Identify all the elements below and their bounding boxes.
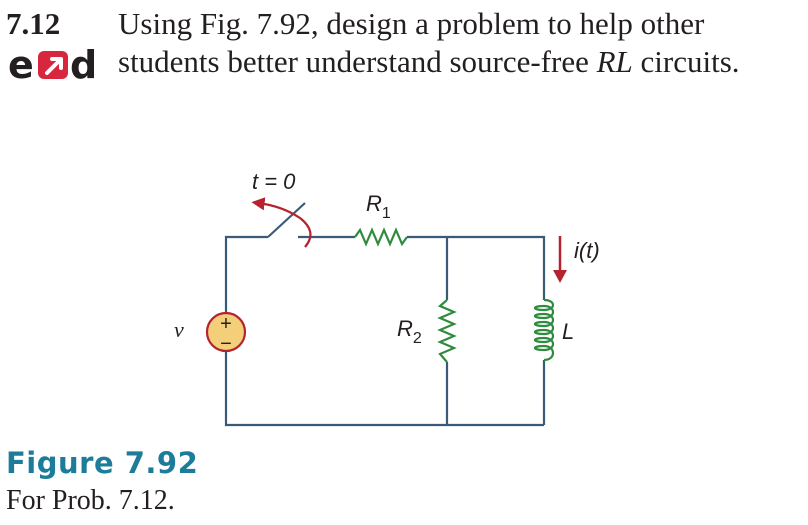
problem-text-line-1: Using Fig. 7.92, design a problem to hel… <box>118 6 705 41</box>
switch-label: t = 0 <box>252 169 296 194</box>
wire-left-top <box>224 235 268 313</box>
source-label: v <box>174 317 184 342</box>
circuit-wires <box>224 235 546 427</box>
switch-blade <box>267 202 306 238</box>
problem-statement-line-2: students better understand source-free R… <box>0 44 740 80</box>
source-plus-sign: + <box>220 313 232 335</box>
voltage-source-circle <box>205 311 247 353</box>
ed-logo: e d <box>8 48 97 82</box>
problem-statement-line-1: 7.12 Using Fig. 7.92, design a problem to… <box>0 6 704 42</box>
inductor: L <box>533 298 574 362</box>
figure-caption: For Prob. 7.12. <box>6 485 175 516</box>
resistor-r2-zigzag <box>437 299 457 363</box>
problem-text-rl-italic: RL <box>596 44 633 79</box>
resistor-r2: R2 <box>397 299 457 363</box>
resistor-r1: R1 <box>354 191 408 247</box>
voltage-source: + − v <box>174 311 247 355</box>
logo-letter-e: e <box>8 48 34 82</box>
source-minus-sign: − <box>220 333 232 355</box>
switch: t = 0 <box>251 169 312 248</box>
wire-bottom <box>224 351 544 427</box>
r1-label: R1 <box>366 191 391 222</box>
problem-text-line-2-start: students better understand source-free <box>118 44 597 79</box>
arrow-in-square-icon <box>38 51 68 79</box>
logo-letter-d: d <box>70 48 97 82</box>
current-label: i(t) <box>574 238 600 263</box>
switch-arrow-icon <box>251 197 312 248</box>
inductor-coil <box>533 298 555 362</box>
current-arrow-icon <box>553 270 567 283</box>
figure-title: Figure 7.92 <box>6 446 199 480</box>
problem-number: 7.12 <box>6 6 61 41</box>
r2-label: R2 <box>397 316 422 347</box>
resistor-r1-zigzag <box>354 227 408 247</box>
current-indicator: i(t) <box>553 236 600 283</box>
wire-r1-to-inductor <box>407 235 546 300</box>
inductor-label: L <box>562 319 574 344</box>
problem-text-line-2-end: circuits. <box>632 44 740 79</box>
